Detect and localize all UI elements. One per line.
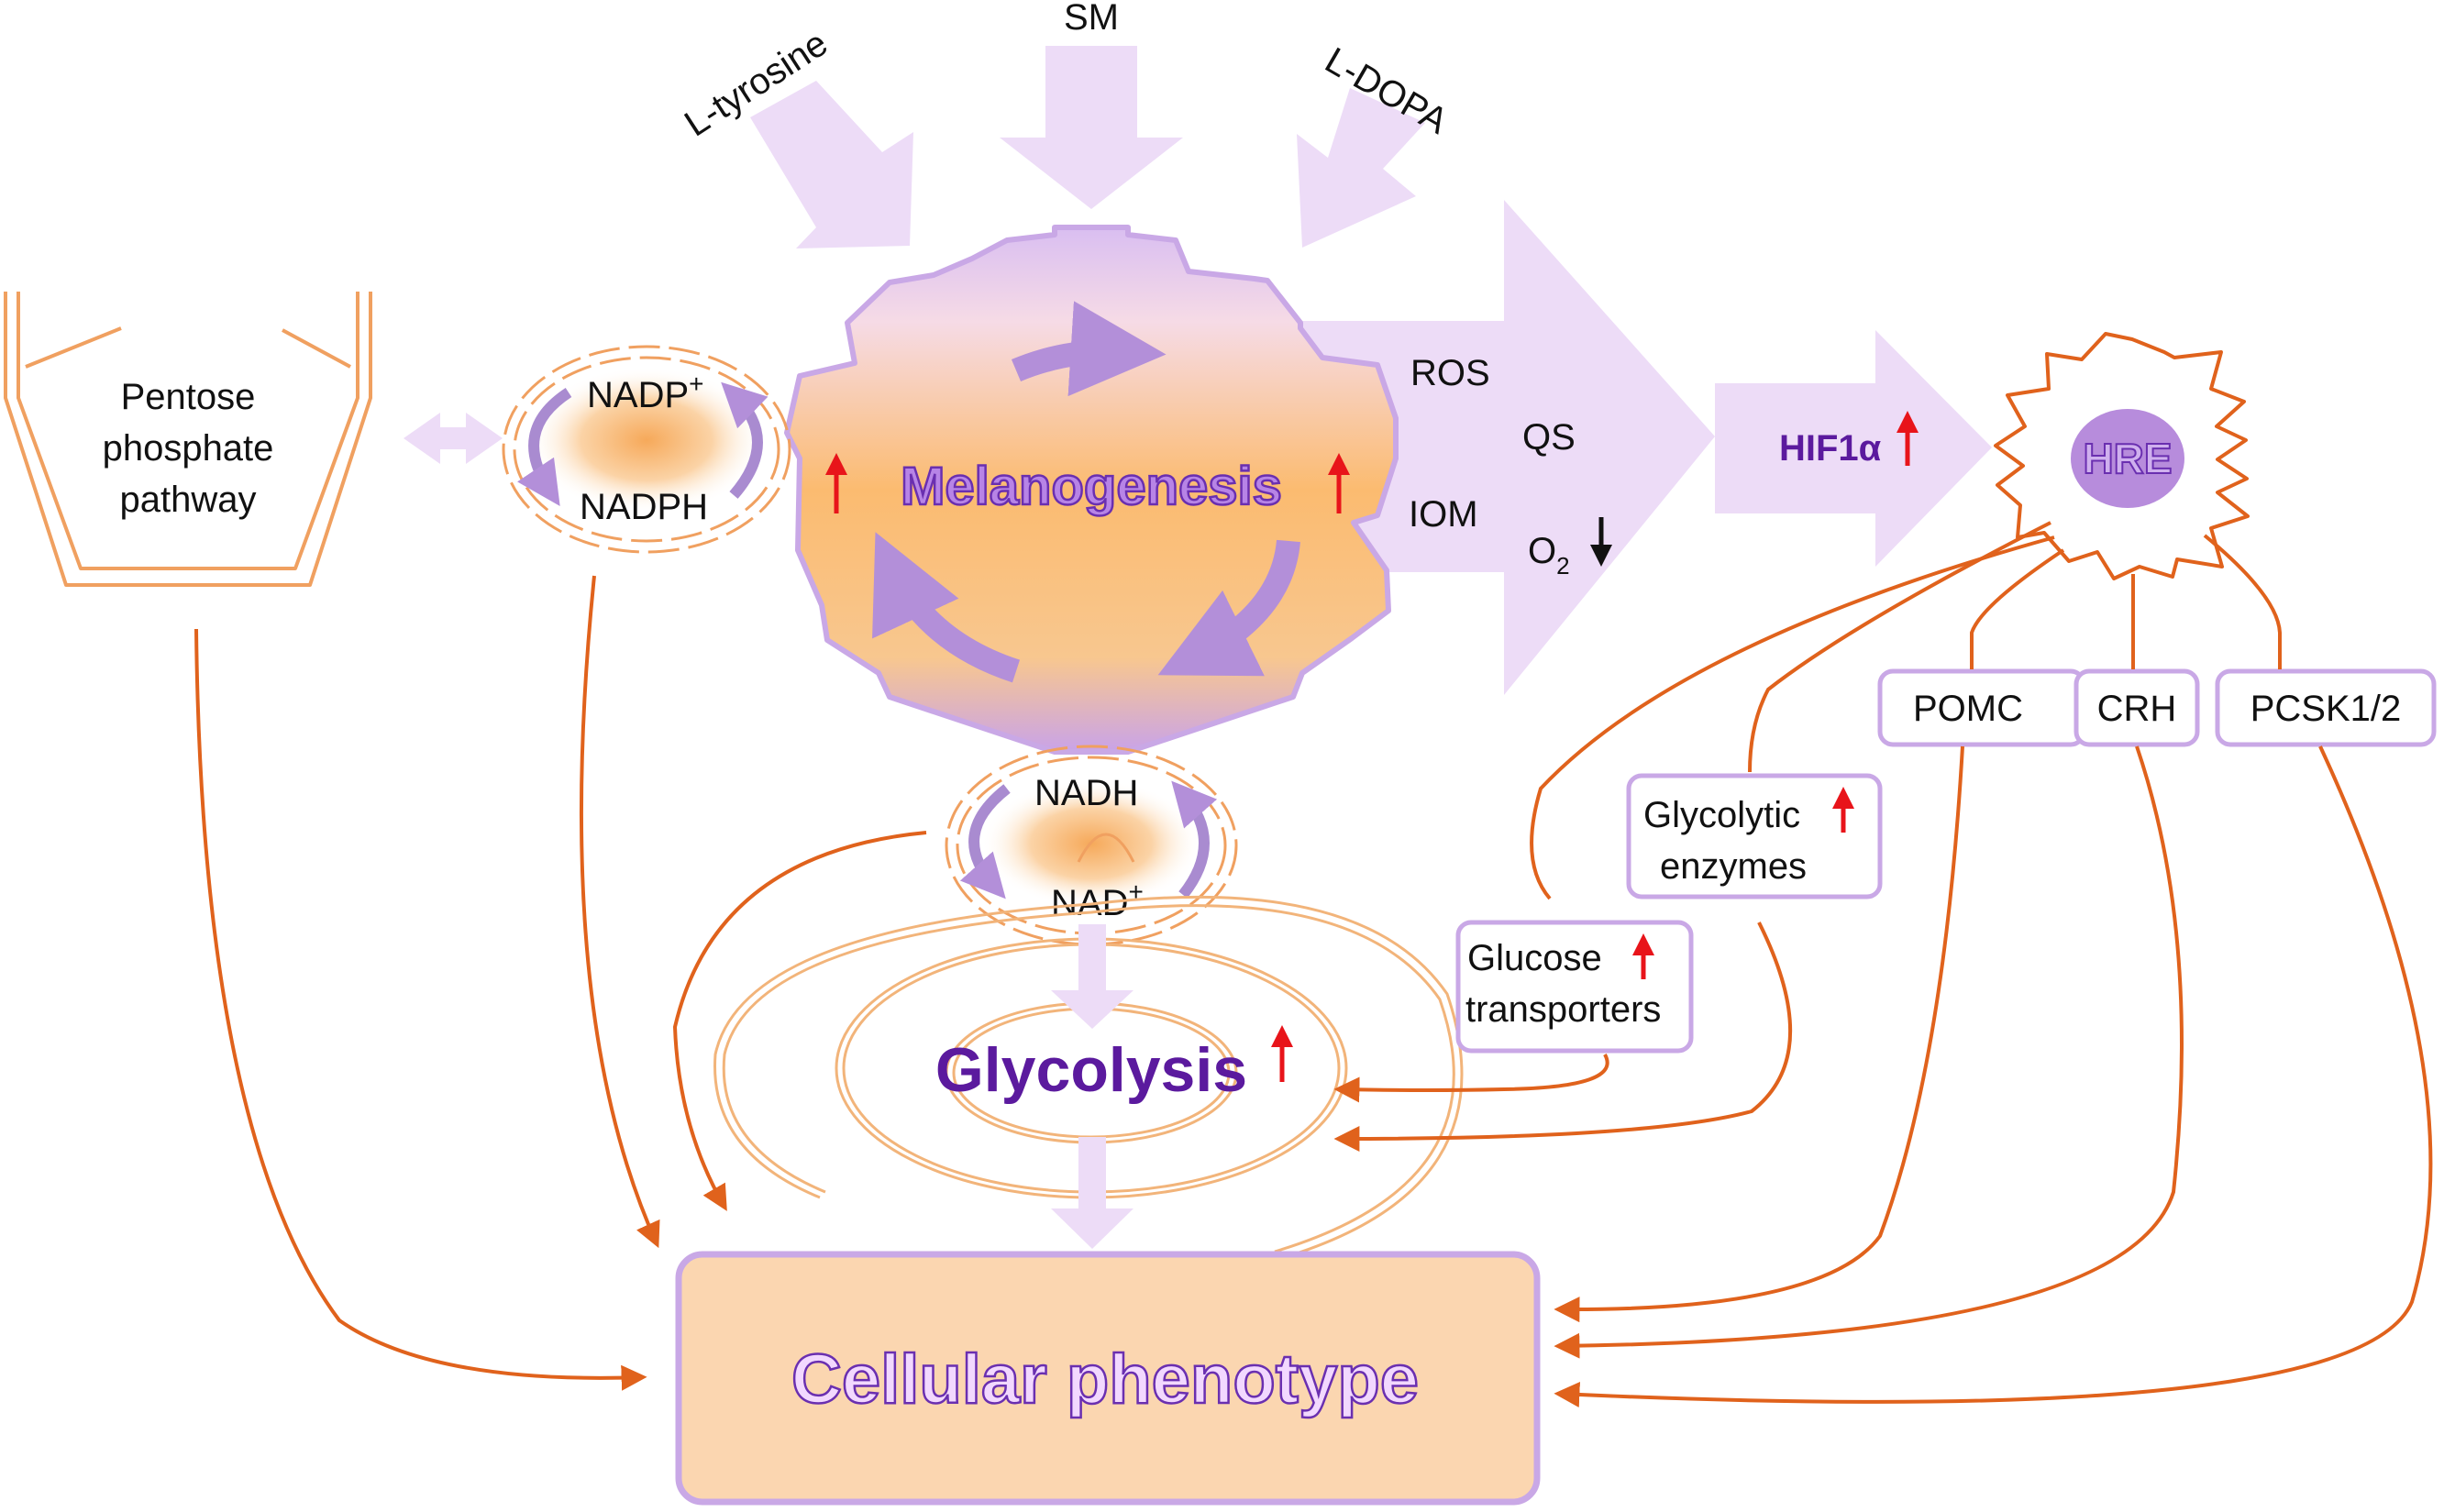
pcsk-box-border — [2215, 668, 2437, 747]
nadp-plus-label: NADP+ — [587, 370, 704, 415]
input-arrows — [750, 46, 1425, 248]
nad-cycle-left-arc — [959, 784, 1011, 899]
nad-dashed-outer — [945, 745, 1238, 946]
pentose-label-line1: Pentose — [121, 377, 256, 417]
connector-crh-to-phenotype — [1554, 745, 2184, 1359]
red-up-arrow-glucose — [1632, 933, 1654, 979]
nadph-label: NADPH — [580, 487, 708, 527]
sm-arrow — [1000, 46, 1183, 209]
nadp-dashed-outer — [502, 345, 791, 554]
connector-hre-to-glycolytic — [1748, 521, 2051, 773]
flow-arrow-nad-to-glycolysis — [1051, 924, 1134, 1029]
glycolytic-line2: enzymes — [1660, 846, 1807, 887]
black-down-arrow-o2 — [1590, 517, 1612, 567]
gear-cycle-arrows — [872, 301, 1300, 683]
cellular-phenotype-label: Cellular phenotype — [791, 1341, 1419, 1418]
nadp-glow — [527, 367, 766, 513]
iom-label: IOM — [1409, 494, 1478, 535]
crh-text: CRH — [2097, 689, 2177, 729]
red-up-arrow-melanogenesis-right — [1328, 453, 1350, 513]
connector-pentose-to-phenotype — [194, 628, 647, 1391]
nadp-cycle-left-arc — [517, 387, 572, 506]
ros-label: ROS — [1410, 353, 1490, 393]
glycolytic-enzymes-box — [1626, 773, 1883, 899]
connector-glycolytic-to-glycolysis — [1333, 922, 1792, 1152]
pentose-label-line3: pathway — [120, 480, 257, 520]
hif-label: HIF1α — [1779, 428, 1882, 469]
cycle-arrow-top — [1011, 301, 1167, 397]
l-tyrosine-arrow — [750, 81, 913, 248]
hre-core — [2071, 409, 2184, 508]
pomc-text: POMC — [1913, 689, 2023, 729]
nadh-label: NADH — [1034, 773, 1138, 813]
melanogenesis-label: Melanogenesis — [901, 457, 1282, 516]
l-dopa-arrow — [1297, 88, 1425, 248]
glycolytic-line1: Glycolytic — [1643, 795, 1800, 835]
connector-glucose-to-glycolysis — [1333, 1054, 1609, 1103]
nadp-dashed-inner — [513, 356, 780, 543]
connector-pcsk-to-phenotype — [1554, 745, 2433, 1408]
glucose-line1: Glucose — [1467, 938, 1602, 978]
orange-connectors — [194, 521, 2433, 1408]
red-up-arrow-glycolytic — [1832, 787, 1854, 833]
connector-pomc-to-phenotype — [1554, 745, 1964, 1323]
connector-hre-to-pomc — [1970, 548, 2065, 669]
byproducts-arrow — [1302, 200, 1715, 695]
red-up-arrow-melanogenesis-left — [825, 453, 847, 513]
pentose-container — [4, 292, 372, 587]
hif-arrow — [1715, 330, 1992, 567]
red-up-arrow-glycolysis — [1271, 1025, 1293, 1082]
connector-nadph-to-phenotype — [579, 575, 660, 1249]
nadp-cycle-right-arc — [721, 381, 769, 499]
glycolysis-label: Glycolysis — [935, 1035, 1247, 1105]
sm-label: SM — [1064, 0, 1119, 38]
crh-box-border — [2073, 668, 2200, 747]
hre-label: HRE — [2083, 435, 2172, 482]
connector-nad-to-phenotype — [672, 831, 927, 1211]
cycle-arrow-left — [872, 532, 1021, 683]
cycle-arrow-right — [1157, 539, 1300, 677]
connector-hre-to-pcsk — [2203, 534, 2282, 669]
cellular-phenotype-box — [675, 1251, 1541, 1506]
connector-hre-to-glucose — [1530, 535, 2055, 900]
flow-arrow-glycolysis-to-phenotype — [1051, 1137, 1134, 1249]
pentose-nadp-double-arrow — [404, 413, 503, 464]
nad-cycle-right-arc — [1171, 780, 1218, 899]
qs-label: QS — [1522, 417, 1576, 458]
o2-label: O2 — [1528, 531, 1570, 579]
red-up-arrow-hif — [1897, 411, 1919, 466]
nad-small-bump — [1077, 833, 1135, 863]
pcsk-text: PCSK1/2 — [2250, 689, 2402, 729]
pentose-label-line2: phosphate — [103, 428, 274, 469]
glucose-line2: transporters — [1465, 989, 1661, 1030]
